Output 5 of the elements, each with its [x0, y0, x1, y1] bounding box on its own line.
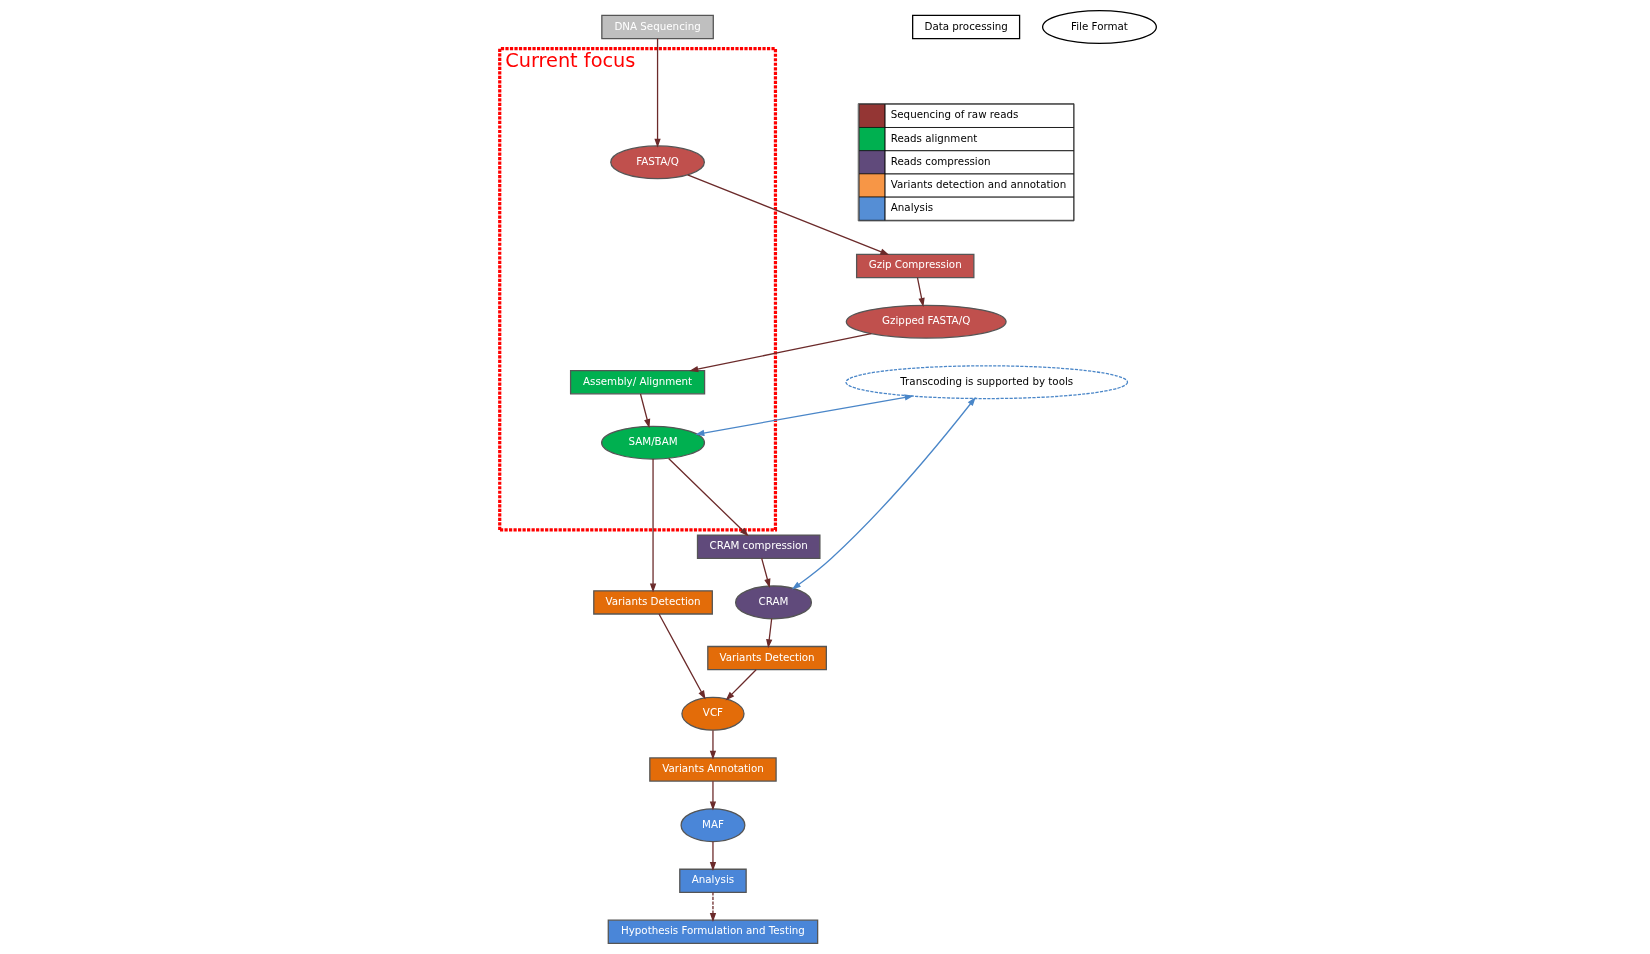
- legend-label: Reads compression: [890, 154, 991, 167]
- legend-label: Analysis: [890, 201, 933, 214]
- legend-label: Variants detection and annotation: [890, 177, 1066, 190]
- legend-label: Sequencing of raw reads: [890, 108, 1018, 121]
- legend-label: Reads alignment: [890, 131, 977, 144]
